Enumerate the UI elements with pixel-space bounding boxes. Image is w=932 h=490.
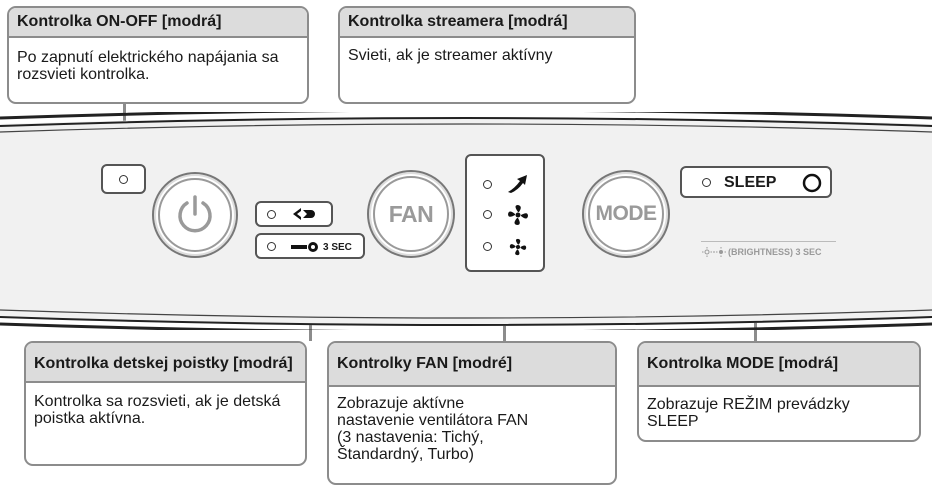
fan-button[interactable]: FAN (367, 170, 455, 258)
callout-streamer: Kontrolka streamera [modrá] Svieti, ak j… (338, 6, 636, 104)
brightness-rule (701, 241, 836, 242)
child-lock-led (267, 242, 276, 251)
fan-quiet-led (483, 242, 492, 251)
sleep-led (702, 178, 711, 187)
callout-fan-title: Kontrolky FAN [modré] (329, 343, 615, 387)
mode-button-label: MODE (595, 202, 658, 225)
mode-button-face: MODE (588, 176, 664, 252)
brightness-icon (702, 247, 726, 257)
sleep-indicator-box: SLEEP (680, 166, 832, 198)
onoff-led (119, 175, 128, 184)
callout-child-lock: Kontrolka detskej poistky [modrá] Kontro… (24, 341, 307, 466)
callout-mode-text: Zobrazuje REŽIM prevádzky SLEEP (647, 396, 850, 430)
mode-button[interactable]: MODE (582, 170, 670, 258)
power-button-face (158, 178, 232, 252)
callout-child-lock-text: Kontrolka sa rozsvieti, ak je detská poi… (34, 393, 281, 427)
fan-turbo-icon (508, 175, 527, 193)
power-icon (178, 195, 212, 233)
streamer-indicator-box (255, 201, 333, 227)
sleep-icon (802, 173, 822, 193)
callout-mode: Kontrolka MODE [modrá] Zobrazuje REŽIM p… (637, 341, 921, 442)
fan-quiet-icon (509, 238, 527, 256)
callout-mode-title: Kontrolka MODE [modrá] (639, 343, 919, 387)
streamer-icon (293, 208, 315, 220)
key-lock-icon (291, 242, 318, 252)
fan-turbo-led (483, 180, 492, 189)
callout-child-lock-title: Kontrolka detskej poistky [modrá] (26, 343, 305, 383)
callout-streamer-title: Kontrolka streamera [modrá] (340, 8, 634, 38)
fan-button-label: FAN (388, 200, 434, 227)
fan-button-face: FAN (373, 176, 449, 252)
callout-onoff-text: Po zapnutí elektrického napájania sa roz… (17, 49, 279, 83)
child-lock-label: 3 SEC (323, 242, 352, 253)
brightness-label: (BRIGHTNESS) 3 SEC (728, 247, 822, 257)
child-lock-indicator-box: 3 SEC (255, 233, 365, 259)
callout-onoff-title: Kontrolka ON-OFF [modrá] (9, 8, 307, 38)
fan-standard-led (483, 210, 492, 219)
callout-fan: Kontrolky FAN [modré] Zobrazuje aktívne … (327, 341, 617, 485)
streamer-led (267, 210, 276, 219)
callout-fan-text: Zobrazuje aktívne nastavenie ventilátora… (337, 395, 529, 463)
onoff-indicator-box (101, 164, 146, 194)
fan-indicators-box (465, 154, 545, 272)
callout-streamer-text: Svieti, ak je streamer aktívny (348, 47, 553, 64)
power-button[interactable] (152, 172, 238, 258)
fan-standard-icon (508, 205, 528, 225)
sleep-label: SLEEP (724, 174, 777, 191)
callout-onoff: Kontrolka ON-OFF [modrá] Po zapnutí elek… (7, 6, 309, 104)
